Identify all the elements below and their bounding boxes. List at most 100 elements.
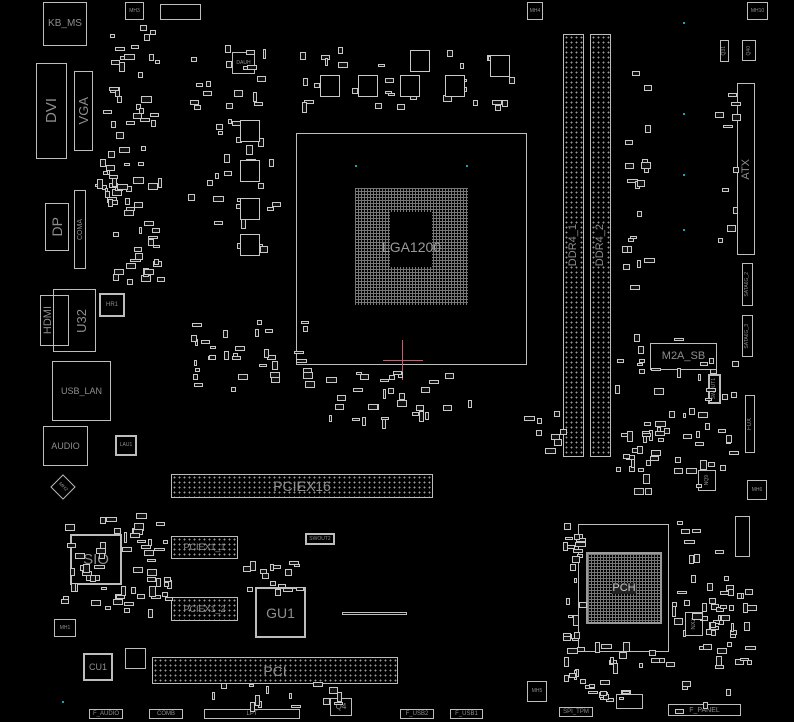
smd-pad [708, 462, 715, 467]
crystal-component [125, 648, 146, 669]
smd-pad [335, 404, 344, 410]
smd-pad [338, 62, 348, 68]
swout2-component[interactable]: SWOUT2 [305, 533, 335, 545]
smd-pad [692, 529, 701, 533]
smd-pad [257, 76, 266, 82]
smd-pad [216, 124, 223, 130]
power-inductor [320, 75, 340, 97]
power-inductor [410, 50, 430, 72]
smd-pad [568, 615, 573, 618]
smd-pad [719, 620, 724, 625]
ddr4-1-slot[interactable]: DDR4_1 [563, 34, 584, 457]
smd-pad [502, 100, 508, 107]
smd-pad [194, 383, 203, 387]
f-audio-header[interactable]: F_AUDIO [89, 709, 123, 719]
sata6g-3-connector[interactable]: SATA6G_3 [742, 315, 753, 357]
pciex16-slot[interactable]: PCIEX16 [171, 474, 433, 498]
smd-pad [705, 398, 712, 401]
u32-connector[interactable]: U32 [53, 289, 96, 352]
smd-pad [622, 691, 630, 694]
smd-pad [253, 92, 257, 102]
sata6g-2-connector[interactable]: SATA6G_2 [742, 263, 753, 306]
smd-pad [326, 377, 337, 383]
swout2-label: SWOUT2 [309, 535, 331, 542]
lau1-chip[interactable]: LAU1 [115, 435, 137, 456]
smd-pad [266, 686, 269, 694]
comb-header[interactable]: COMB [149, 709, 183, 719]
q31-component[interactable]: Q31 [720, 40, 729, 62]
ddr4-2-slot[interactable]: DDR4_2 [590, 34, 611, 457]
atx-power-connector[interactable]: ATX [737, 83, 755, 255]
smd-pad [727, 225, 736, 232]
mh10-mounting-hole[interactable]: MH10 [747, 2, 768, 20]
mh2-mounting-hole[interactable]: MH2 [50, 474, 76, 500]
dp-connector[interactable]: DP [45, 203, 69, 251]
audio-connector[interactable]: AUDIO [43, 426, 88, 466]
cpu-socket-outline[interactable] [296, 133, 527, 365]
mh6-label: MH6 [751, 486, 763, 493]
hr1-chip[interactable]: HR1 [99, 293, 125, 317]
vga-connector[interactable]: VGA [74, 71, 93, 151]
smd-pad [110, 34, 115, 38]
q40-component[interactable]: Q40 [742, 40, 756, 61]
pciex1-1-slot[interactable]: PCIEX1_1 [171, 536, 238, 559]
nq9-component[interactable]: NQ9 [698, 470, 716, 491]
mh1-mounting-hole[interactable]: MH1 [54, 619, 76, 637]
audio-label: AUDIO [51, 440, 80, 451]
smd-pad [425, 412, 429, 420]
smd-pad [209, 355, 216, 360]
cu1-chip[interactable]: CU1 [83, 653, 113, 681]
smd-pad [639, 359, 645, 363]
smd-pad [246, 50, 255, 55]
smd-pad [634, 334, 640, 342]
gu1-label: GU1 [266, 604, 295, 621]
smd-pad [682, 681, 691, 687]
smd-pad [577, 647, 585, 652]
pciex1-2-slot[interactable]: PCIEX1_2 [171, 597, 238, 621]
f-usb1-header[interactable]: F_USB1 [450, 709, 483, 719]
smd-pad [382, 419, 386, 429]
pch-chip[interactable]: PCH [586, 552, 662, 624]
smd-pad [643, 474, 650, 484]
mh4-mounting-hole[interactable]: MH4 [527, 2, 543, 20]
smd-pad [705, 423, 710, 430]
mh6-mounting-hole[interactable]: MH6 [747, 480, 767, 500]
smd-pad [707, 583, 713, 591]
smd-pad [696, 484, 702, 488]
smd-pad [565, 537, 573, 540]
smd-pad [301, 321, 309, 324]
smd-pad [632, 71, 640, 76]
mh3-mounting-hole[interactable]: MH3 [125, 2, 144, 20]
dvi-connector[interactable]: DVI [36, 63, 67, 159]
fux-header[interactable]: FUX [745, 395, 755, 453]
smd-pad [264, 349, 269, 358]
smd-pad [628, 238, 634, 242]
f-usb2-header[interactable]: F_USB2 [400, 709, 434, 719]
smd-pad [71, 583, 76, 592]
smd-pad [674, 618, 683, 625]
smd-pad [718, 238, 723, 243]
smd-pad [731, 102, 741, 106]
dauh-chip[interactable]: DAUH [232, 52, 255, 74]
smd-pad [296, 359, 307, 363]
hdmi-connector[interactable]: HDMI [40, 295, 69, 346]
smd-pad [460, 63, 464, 69]
smd-pad [221, 683, 227, 689]
usb-lan-connector[interactable]: USB_LAN [52, 361, 111, 421]
mh5-mounting-hole[interactable]: MH5 [527, 681, 547, 702]
smd-pad [564, 675, 569, 682]
smd-pad [726, 689, 731, 696]
kb-ms-connector[interactable]: KB_MS [43, 2, 87, 46]
smd-pad [303, 326, 308, 332]
spi-tpm-header[interactable]: SPI_TPM [559, 707, 593, 717]
cpu-socket-label-holder: LGA1200 [355, 188, 468, 305]
hr1-label: HR1 [105, 302, 118, 308]
smd-pad [164, 582, 169, 587]
pci-slot[interactable]: PCI [152, 657, 398, 684]
coma-connector[interactable]: COMA [74, 190, 86, 269]
smd-pad [224, 351, 229, 360]
smd-pad [114, 269, 124, 275]
smd-pad [67, 543, 76, 548]
nx2-component[interactable]: NX2 [685, 612, 703, 636]
